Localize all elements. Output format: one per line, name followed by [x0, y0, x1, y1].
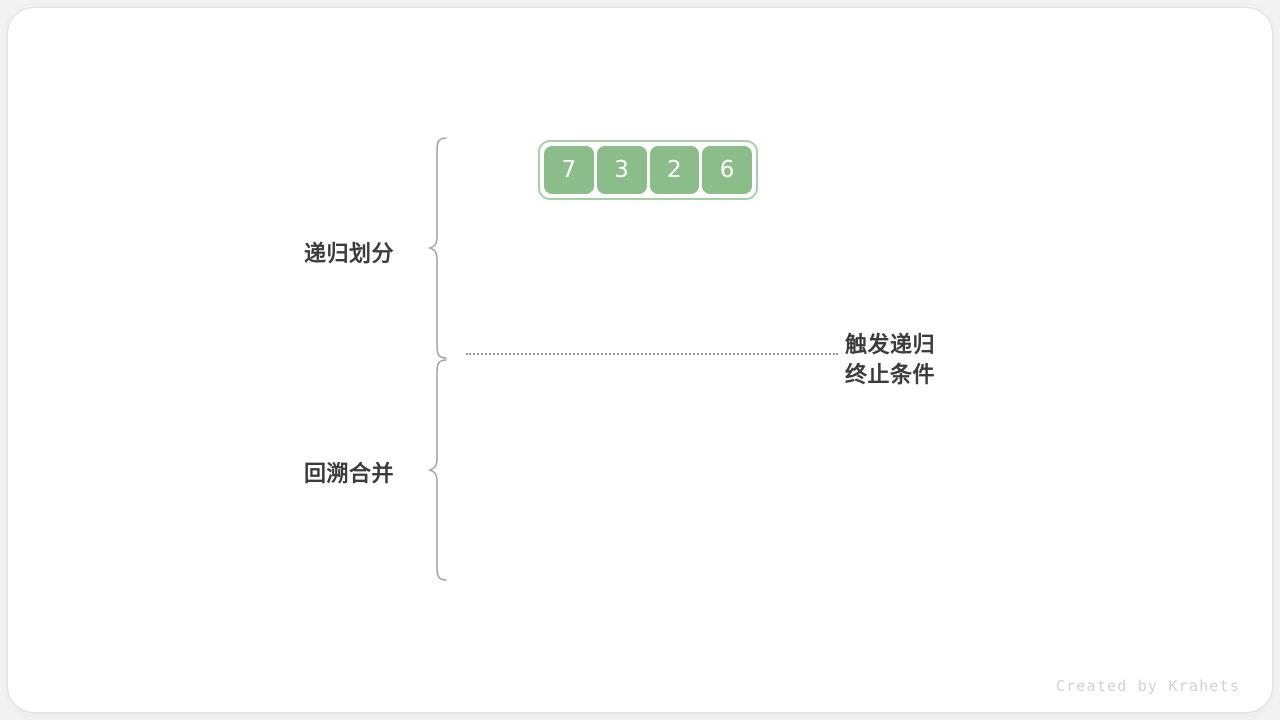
array-cell[interactable]: 2 [649, 146, 700, 194]
phase-label-merge: 回溯合并 [304, 462, 395, 487]
annotation-line-1: 触发递归 [845, 333, 936, 358]
array-cell[interactable]: 3 [596, 146, 647, 194]
page-surface [8, 8, 1272, 712]
array-cell[interactable]: 6 [702, 146, 752, 194]
brace-merge-icon [427, 359, 447, 581]
termination-condition-annotation: 触发递归 终止条件 [845, 331, 935, 391]
array-cell[interactable]: 7 [544, 146, 594, 194]
phase-label-divide: 递归划分 [304, 242, 395, 267]
input-array: 7 3 2 6 [538, 140, 758, 200]
recursion-boundary-separator [466, 353, 838, 355]
annotation-line-2: 终止条件 [845, 363, 936, 388]
brace-divide-icon [427, 137, 447, 359]
credit-text: Created by Krahets [1055, 677, 1240, 695]
